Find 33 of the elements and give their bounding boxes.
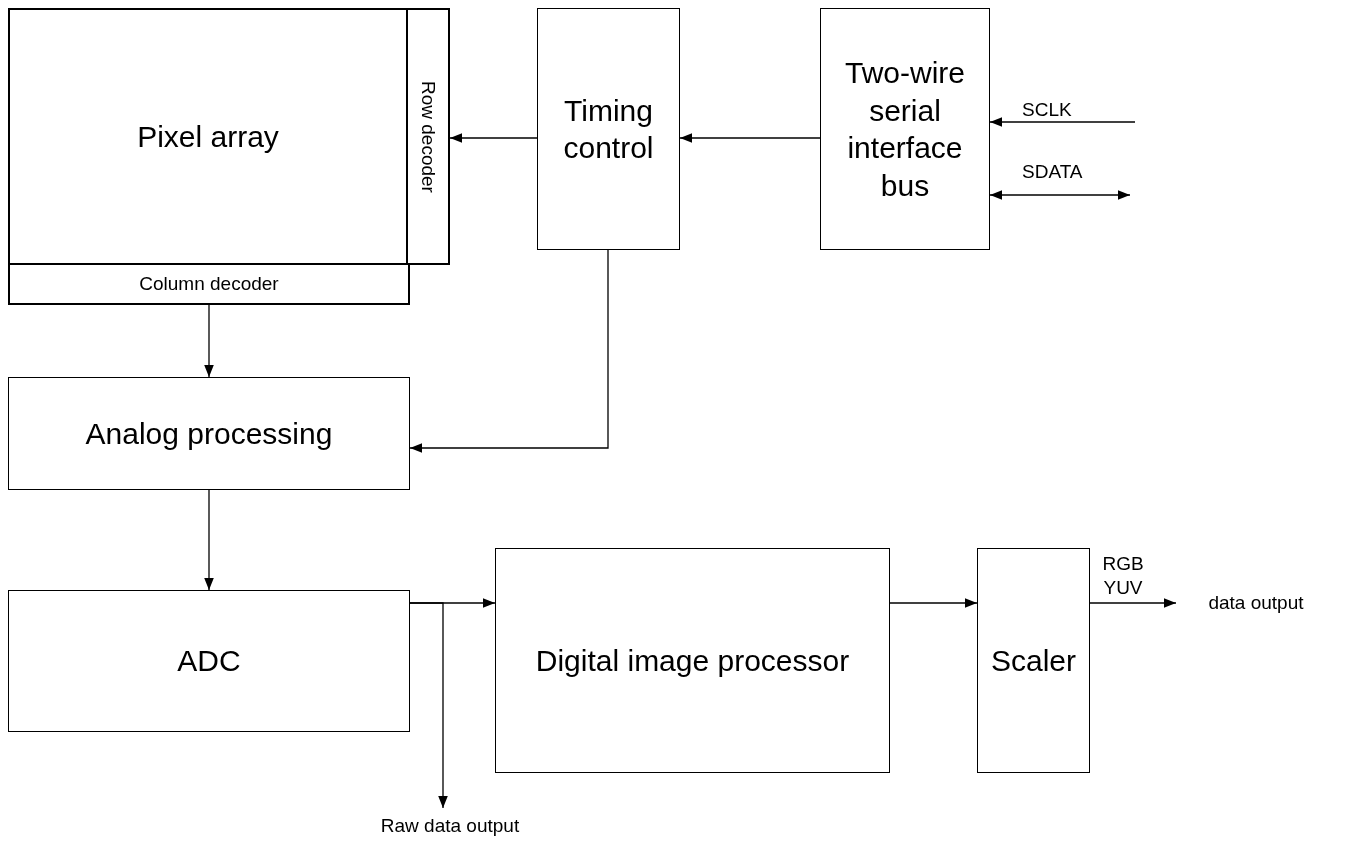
node-label: Digital image processor xyxy=(534,642,851,679)
process-box xyxy=(537,8,680,250)
node-label: Scaler xyxy=(989,642,1077,679)
process-box xyxy=(8,590,410,732)
process-box xyxy=(820,8,990,250)
node-label: Timing control xyxy=(562,92,655,166)
process-box xyxy=(977,548,1090,773)
edge-label: RGB YUV xyxy=(1101,552,1145,600)
arrow xyxy=(409,249,609,453)
arrow xyxy=(409,602,448,809)
arrow xyxy=(1089,598,1177,608)
arrow xyxy=(989,117,1136,127)
node-label: Pixel array xyxy=(136,118,280,155)
edge-label: SDATA xyxy=(1022,160,1083,184)
process-box xyxy=(408,8,450,265)
node-label: data output xyxy=(1207,591,1305,615)
arrow xyxy=(204,489,214,591)
node-label: Column decoder xyxy=(138,272,280,296)
node-label: Analog processing xyxy=(84,415,334,452)
arrow xyxy=(204,304,214,378)
arrow xyxy=(889,598,978,608)
arrow xyxy=(449,133,538,143)
node-label: ADC xyxy=(176,643,242,680)
process-box xyxy=(8,377,410,490)
node-label: Raw data output xyxy=(379,814,521,838)
node-label: Row decoder xyxy=(417,80,441,193)
arrow xyxy=(989,190,1131,200)
node-label: Two-wire serial interface bus xyxy=(844,55,966,204)
arrow xyxy=(679,133,821,143)
process-box xyxy=(495,548,890,773)
process-box xyxy=(8,8,408,265)
process-box xyxy=(8,265,410,305)
edge-label: SCLK xyxy=(1022,98,1072,122)
